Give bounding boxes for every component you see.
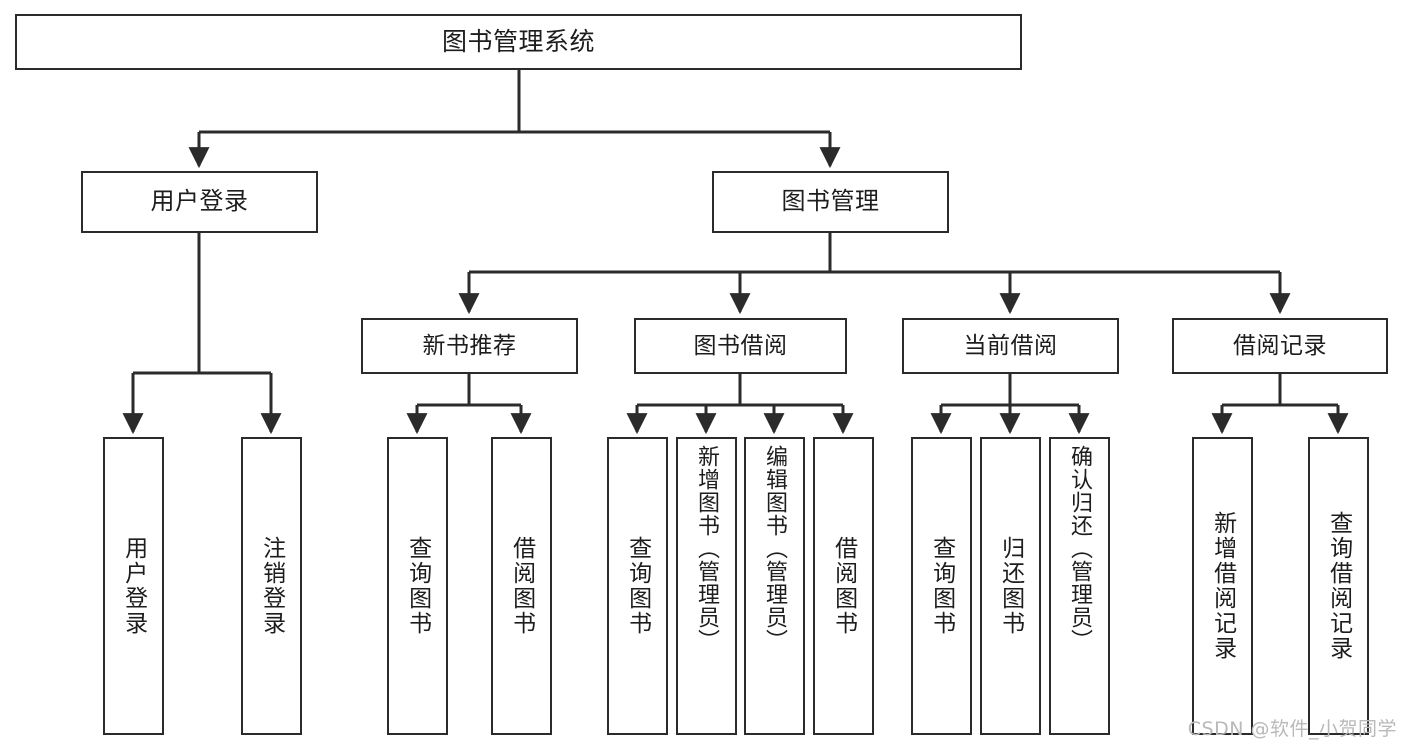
node-new-book-recommend[interactable]: 新书推荐 bbox=[361, 318, 578, 374]
leaf-user-login-login[interactable]: 用户登录 bbox=[103, 437, 164, 735]
leaf-borrow-record-add-record-label: 新增借阅记录 bbox=[1209, 511, 1236, 661]
leaf-new-book-borrow-book-label: 借阅图书 bbox=[508, 536, 535, 636]
leaf-user-login-logout-label: 注销登录 bbox=[258, 536, 285, 636]
leaf-user-login-logout[interactable]: 注销登录 bbox=[241, 437, 302, 735]
leaf-borrow-record-add-record[interactable]: 新增借阅记录 bbox=[1192, 437, 1253, 735]
leaf-book-borrow-query-book[interactable]: 查询图书 bbox=[607, 437, 668, 735]
csdn-watermark: CSDN @软件_小贺同学 bbox=[1187, 718, 1397, 740]
leaf-new-book-query-book[interactable]: 查询图书 bbox=[387, 437, 448, 735]
leaf-borrow-record-query-record-label: 查询借阅记录 bbox=[1325, 511, 1352, 661]
node-borrow-record-label: 借阅记录 bbox=[1233, 332, 1327, 359]
node-user-login[interactable]: 用户登录 bbox=[81, 171, 318, 233]
leaf-current-borrow-confirm-return-admin-label: 确认归还（管理员） bbox=[1067, 445, 1093, 652]
leaf-user-login-login-label: 用户登录 bbox=[120, 536, 147, 636]
leaf-current-borrow-return-book[interactable]: 归还图书 bbox=[980, 437, 1041, 735]
leaf-book-borrow-add-book-admin-label: 新增图书（管理员） bbox=[694, 445, 720, 652]
leaf-book-borrow-edit-book-admin[interactable]: 编辑图书（管理员） bbox=[744, 437, 805, 735]
leaf-current-borrow-return-book-label: 归还图书 bbox=[997, 536, 1024, 636]
leaf-current-borrow-confirm-return-admin[interactable]: 确认归还（管理员） bbox=[1049, 437, 1110, 735]
leaf-current-borrow-query-book-label: 查询图书 bbox=[928, 536, 955, 636]
leaf-new-book-borrow-book[interactable]: 借阅图书 bbox=[491, 437, 552, 735]
leaf-book-borrow-borrow-book[interactable]: 借阅图书 bbox=[813, 437, 874, 735]
leaf-book-borrow-edit-book-admin-label: 编辑图书（管理员） bbox=[762, 445, 788, 652]
node-current-borrow-label: 当前借阅 bbox=[963, 332, 1058, 359]
node-book-management-label: 图书管理 bbox=[781, 187, 880, 216]
node-book-borrow[interactable]: 图书借阅 bbox=[634, 318, 847, 374]
node-new-book-recommend-label: 新书推荐 bbox=[422, 332, 517, 359]
node-root-label: 图书管理系统 bbox=[441, 26, 595, 56]
leaf-book-borrow-query-book-label: 查询图书 bbox=[624, 536, 651, 636]
node-current-borrow[interactable]: 当前借阅 bbox=[902, 318, 1119, 374]
node-book-borrow-label: 图书借阅 bbox=[693, 332, 788, 359]
leaf-borrow-record-query-record[interactable]: 查询借阅记录 bbox=[1308, 437, 1369, 735]
leaf-current-borrow-query-book[interactable]: 查询图书 bbox=[911, 437, 972, 735]
node-borrow-record[interactable]: 借阅记录 bbox=[1172, 318, 1388, 374]
node-book-management[interactable]: 图书管理 bbox=[712, 171, 949, 233]
leaf-book-borrow-add-book-admin[interactable]: 新增图书（管理员） bbox=[676, 437, 737, 735]
leaf-book-borrow-borrow-book-label: 借阅图书 bbox=[830, 536, 857, 636]
node-user-login-label: 用户登录 bbox=[150, 187, 249, 216]
leaf-new-book-query-book-label: 查询图书 bbox=[404, 536, 431, 636]
node-root-book-management-system[interactable]: 图书管理系统 bbox=[15, 14, 1022, 70]
